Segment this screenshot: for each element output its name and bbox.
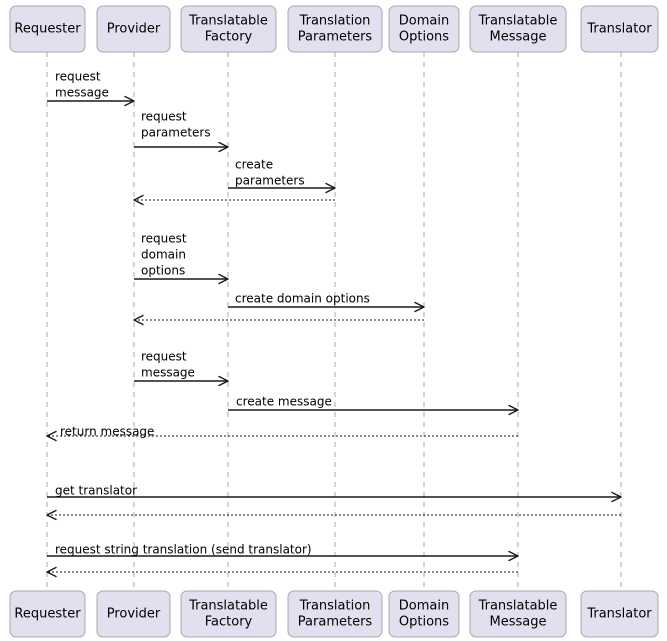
arrow-head-left: [46, 430, 57, 442]
message-label-m8: request: [141, 350, 187, 364]
participant-label-parameters: Translation: [299, 599, 371, 614]
arrow-head-right: [218, 141, 229, 153]
arrow-head-left: [133, 314, 144, 326]
arrow-head-left: [133, 194, 144, 206]
participant-label-domain: Domain: [399, 599, 449, 614]
participant-header-translator[interactable]: Translator: [580, 5, 659, 53]
message-m11[interactable]: get translator: [47, 484, 622, 503]
participant-label-factory: Translatable: [188, 599, 268, 614]
message-m13[interactable]: request string translation (send transla…: [47, 543, 519, 562]
participant-footer-requester[interactable]: Requester: [9, 590, 86, 638]
participant-header-provider[interactable]: Provider: [96, 5, 171, 53]
participant-footer-translator[interactable]: Translator: [580, 590, 659, 638]
message-label-m5: options: [141, 264, 185, 278]
arrow-head-left: [46, 566, 57, 578]
message-label-m11: get translator: [55, 484, 137, 498]
participant-header-requester[interactable]: Requester: [9, 5, 86, 53]
message-label-m2: parameters: [141, 126, 211, 140]
participant-label-message: Message: [490, 30, 547, 45]
arrow-head-right: [414, 301, 425, 313]
participant-label-parameters: Translation: [299, 14, 371, 29]
participant-label-requester: Requester: [14, 607, 81, 622]
arrow-head-right: [124, 95, 135, 107]
messages-group: request message request parameters create par…: [46, 70, 622, 578]
lifelines-group: [46, 52, 622, 591]
message-label-m3: parameters: [235, 174, 305, 188]
message-m8[interactable]: request message: [134, 350, 229, 387]
message-m5[interactable]: request domain options: [134, 232, 229, 285]
arrow-head-right: [508, 550, 519, 562]
arrow-head-right: [218, 375, 229, 387]
participant-label-parameters: Parameters: [298, 30, 373, 45]
participant-label-provider: Provider: [107, 22, 161, 37]
participant-label-factory: Translatable: [188, 14, 268, 29]
message-label-m2: request: [141, 110, 187, 124]
participant-label-factory: Factory: [205, 30, 253, 45]
message-m12[interactable]: [46, 509, 621, 521]
message-m1[interactable]: request message: [47, 70, 135, 107]
arrow-head-right: [611, 491, 622, 503]
participant-box-rect: [287, 5, 383, 53]
participant-box-rect: [580, 590, 659, 638]
participant-label-translator: Translator: [586, 607, 652, 622]
participant-box-rect: [96, 590, 171, 638]
participant-label-factory: Factory: [205, 615, 253, 630]
message-label-m10: return message: [60, 425, 154, 439]
message-m14[interactable]: [46, 566, 518, 578]
participant-box-rect: [9, 5, 86, 53]
message-label-m8: message: [141, 366, 195, 380]
message-label-m1: message: [55, 86, 109, 100]
message-label-m13: request string translation (send transla…: [55, 543, 312, 557]
participant-box-rect: [96, 5, 171, 53]
participant-box-rect: [469, 5, 567, 53]
participant-box-rect: [388, 5, 460, 53]
message-m9[interactable]: create message: [228, 395, 519, 416]
participant-box-rect: [580, 5, 659, 53]
message-label-m9: create message: [236, 395, 332, 409]
participant-box-rect: [469, 590, 567, 638]
message-label-m3: create: [235, 158, 273, 172]
participant-box-rect: [180, 590, 277, 638]
participant-label-parameters: Parameters: [298, 615, 373, 630]
participant-label-requester: Requester: [14, 22, 81, 37]
message-m2[interactable]: request parameters: [134, 110, 229, 153]
message-label-m6: create domain options: [235, 292, 370, 306]
participant-label-provider: Provider: [107, 607, 161, 622]
message-m3[interactable]: create parameters: [228, 158, 336, 194]
message-m4[interactable]: [133, 194, 335, 206]
participant-footer-provider[interactable]: Provider: [96, 590, 171, 638]
participant-label-message: Message: [490, 615, 547, 630]
participant-box-rect: [9, 590, 86, 638]
participant-label-translator: Translator: [586, 22, 652, 37]
participant-box-rect: [388, 590, 460, 638]
arrow-head-right: [325, 182, 336, 194]
message-label-m5: request: [141, 232, 187, 246]
message-m6[interactable]: create domain options: [228, 292, 425, 313]
arrow-head-right: [218, 273, 229, 285]
message-m7[interactable]: [133, 314, 424, 326]
participant-label-domain: Domain: [399, 14, 449, 29]
message-m10[interactable]: return message: [46, 425, 518, 442]
arrow-head-left: [46, 509, 57, 521]
participant-label-domain: Options: [399, 30, 449, 45]
participant-label-message: Translatable: [478, 599, 558, 614]
message-label-m1: request: [55, 70, 101, 84]
participant-box-rect: [180, 5, 277, 53]
arrow-head-right: [508, 404, 519, 416]
participant-label-domain: Options: [399, 615, 449, 630]
message-label-m5: domain: [141, 248, 186, 262]
participant-box-rect: [287, 590, 383, 638]
participant-label-message: Translatable: [478, 14, 558, 29]
